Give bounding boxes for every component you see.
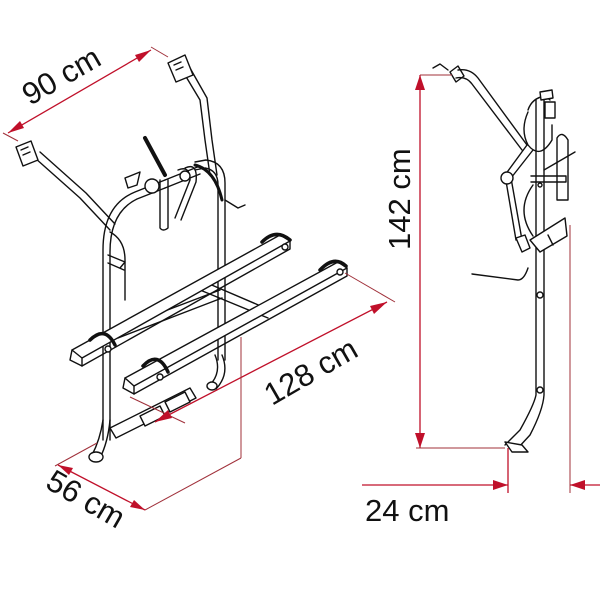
dimension-label-90cm: 90 cm [16, 40, 107, 113]
dimension-label-128cm: 128 cm [258, 331, 364, 412]
main-frame [88, 159, 271, 463]
wheel-rail-rear [122, 259, 348, 395]
bike-holder-arms [124, 136, 224, 231]
side-view: 142 cm 24 cm [362, 63, 600, 528]
dimension-label-142cm: 142 cm [382, 148, 417, 250]
dimension-label-56cm: 56 cm [41, 463, 132, 536]
upper-hook-arms [15, 54, 218, 231]
dimension-90cm: 90 cm [2, 40, 169, 142]
dimension-142cm: 142 cm [382, 74, 505, 449]
dimension-label-24cm: 24 cm [365, 493, 449, 528]
wheel-rail-front [69, 232, 292, 367]
dimension-56cm: 56 cm [41, 337, 242, 535]
perspective-view: 90 cm 128 cm 56 cm [2, 40, 396, 535]
bottom-support-bar [109, 387, 197, 439]
dimension-24cm: 24 cm [362, 225, 600, 528]
